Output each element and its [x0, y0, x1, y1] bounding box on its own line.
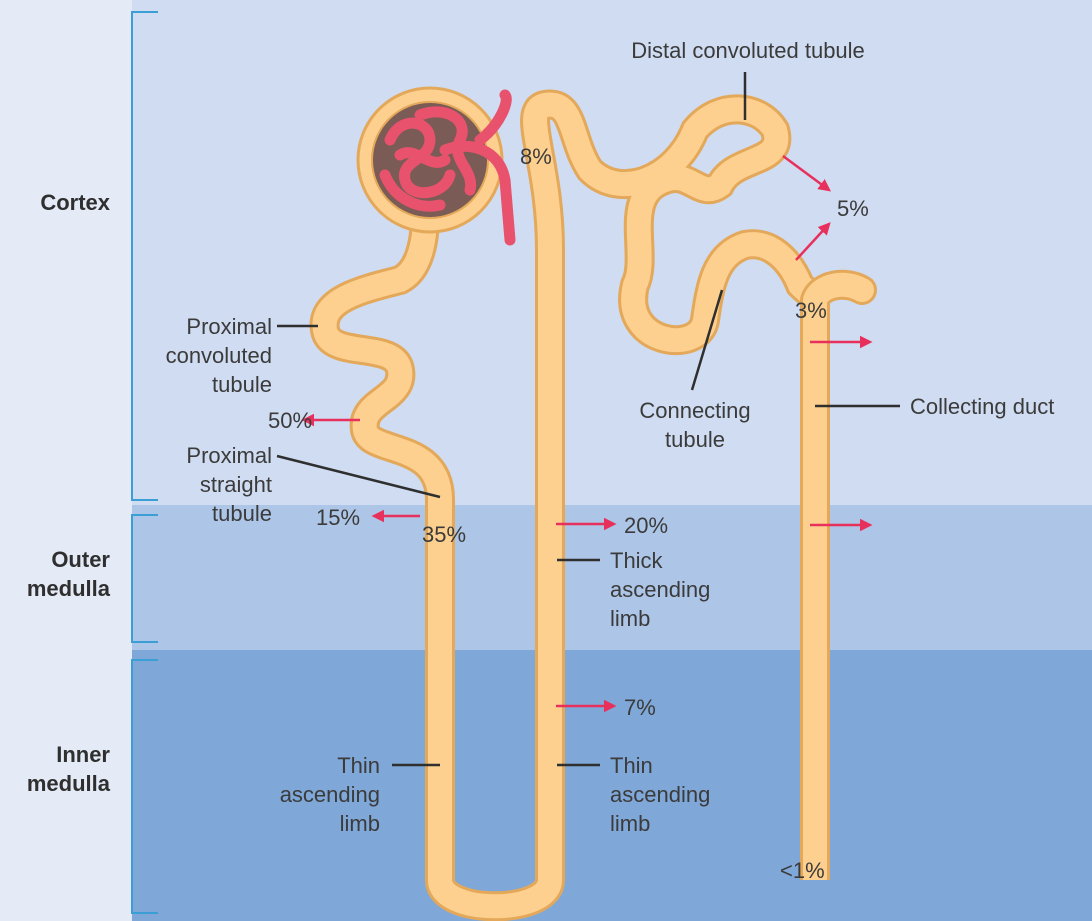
collecting-duct-widening [803, 300, 827, 880]
label-connecting-2: tubule [665, 427, 725, 452]
pct-proximal-straight-in: 35% [422, 522, 466, 547]
label-proximal-straight-2: straight [200, 472, 272, 497]
label-proximal-convoluted-3: tubule [212, 372, 272, 397]
label-thick-ascending-2: ascending [610, 577, 710, 602]
label-thick-ascending-1: Thick [610, 548, 664, 573]
label-thin-ascending-left-1: Thin [337, 753, 380, 778]
label-thin-ascending-right-3: limb [610, 811, 650, 836]
label-thin-ascending-right-1: Thin [610, 753, 653, 778]
label-proximal-straight-1: Proximal [186, 443, 272, 468]
label-proximal-straight-3: tubule [212, 501, 272, 526]
label-proximal-convoluted-1: Proximal [186, 314, 272, 339]
label-collecting-duct: Collecting duct [910, 394, 1054, 419]
pct-proximal-convoluted: 50% [268, 408, 312, 433]
label-proximal-convoluted-2: convoluted [166, 343, 272, 368]
label-connecting-1: Connecting [639, 398, 750, 423]
pct-collecting-end: <1% [780, 858, 825, 883]
zone-label-outer-medulla-2: medulla [27, 576, 111, 601]
pct-collecting-top: 3% [795, 298, 827, 323]
zone-label-outer-medulla-1: Outer [51, 547, 110, 572]
label-thick-ascending-3: limb [610, 606, 650, 631]
zone-label-inner-medulla-1: Inner [56, 742, 110, 767]
zone-label-inner-medulla-2: medulla [27, 771, 111, 796]
label-thin-ascending-right-2: ascending [610, 782, 710, 807]
pct-distal: 5% [837, 196, 869, 221]
pct-proximal-straight-out: 15% [316, 505, 360, 530]
label-thin-ascending-left-3: limb [340, 811, 380, 836]
pct-thick-limb-start: 8% [520, 144, 552, 169]
label-thin-ascending-left-2: ascending [280, 782, 380, 807]
pct-thin-ascending: 7% [624, 695, 656, 720]
pct-thick-ascending: 20% [624, 513, 668, 538]
zone-label-cortex: Cortex [40, 190, 110, 215]
label-distal-convoluted-tubule: Distal convoluted tubule [631, 38, 865, 63]
